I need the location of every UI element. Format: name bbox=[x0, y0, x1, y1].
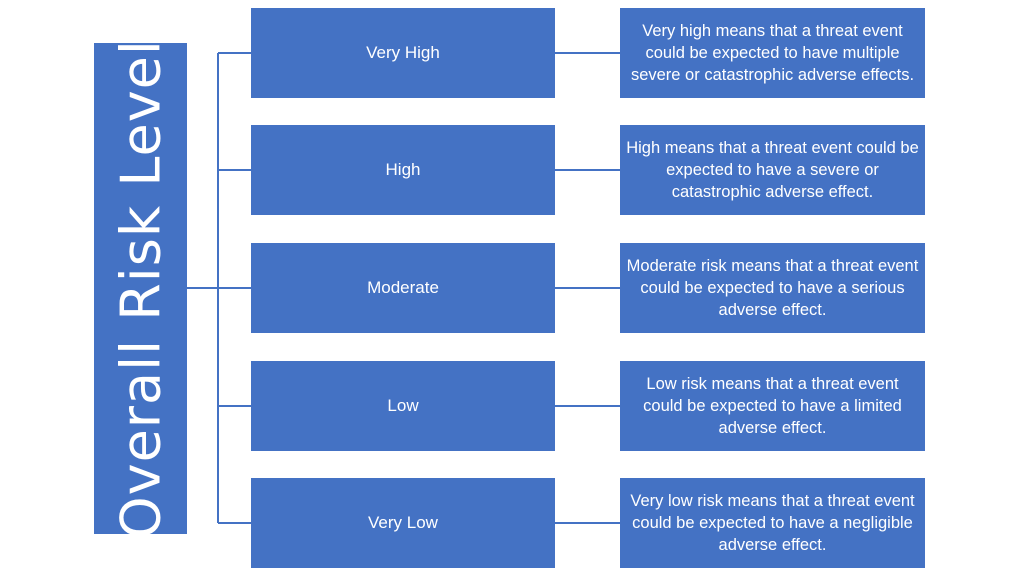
level-box-moderate: Moderate bbox=[251, 243, 555, 333]
level-box-high: High bbox=[251, 125, 555, 215]
diagram-title: Overall Risk Level bbox=[109, 38, 172, 539]
description-box-high: High means that a threat event could be … bbox=[620, 125, 925, 215]
level-box-very-low: Very Low bbox=[251, 478, 555, 568]
description-box-very-low: Very low risk means that a threat event … bbox=[620, 478, 925, 568]
level-box-low: Low bbox=[251, 361, 555, 451]
description-box-very-high: Very high means that a threat event coul… bbox=[620, 8, 925, 98]
description-box-low: Low risk means that a threat event could… bbox=[620, 361, 925, 451]
title-box: Overall Risk Level bbox=[94, 39, 187, 538]
description-box-moderate: Moderate risk means that a threat event … bbox=[620, 243, 925, 333]
level-box-very-high: Very High bbox=[251, 8, 555, 98]
